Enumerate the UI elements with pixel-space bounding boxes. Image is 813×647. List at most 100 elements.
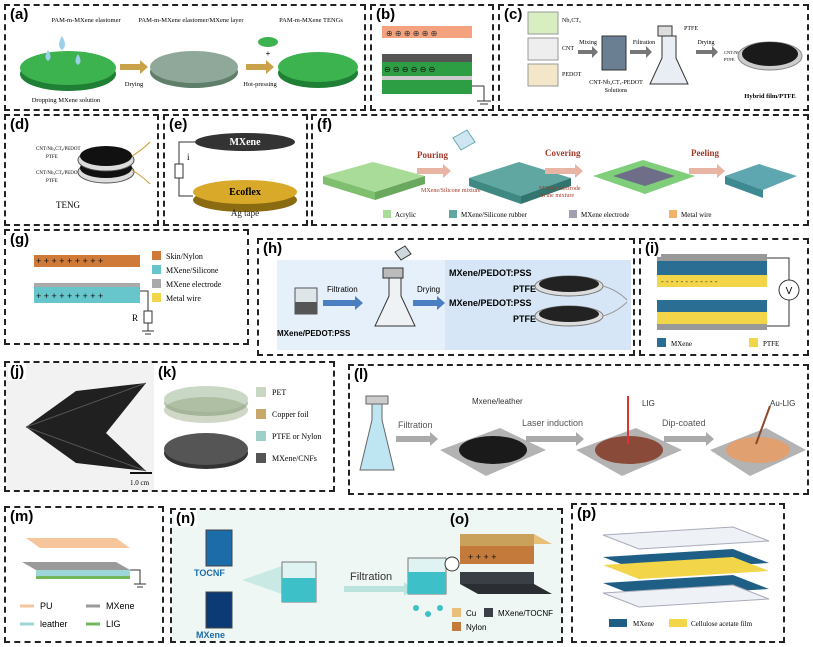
panel-label-e: (e) — [167, 116, 190, 133]
l-t1: Mxene/leather — [472, 397, 523, 406]
c-m3: PEDOT — [562, 72, 582, 78]
i-v: V — [786, 286, 793, 297]
n-tocnf: TOCNF — [194, 568, 225, 578]
g-bottom-charges: + + + + + + + + + — [36, 291, 103, 301]
k-mxene-cnf-top — [164, 433, 248, 465]
panel-label-c: (c) — [502, 6, 525, 23]
panel-label-o: (o) — [450, 511, 469, 528]
p-legend-film: Cellulose acetate film — [691, 620, 753, 628]
f-arrow — [417, 164, 451, 178]
n-filtrate — [408, 572, 446, 594]
panel-e-diagram: MXene Ecoflex Ag tape i — [174, 133, 297, 218]
e-mxene-disk — [195, 133, 295, 151]
l-arrow — [526, 432, 584, 446]
f-legend-acrylic: Acrylic — [395, 211, 416, 219]
c-material-nb — [527, 11, 559, 35]
m-legend-leather: leather — [40, 619, 68, 629]
panel-label-a: (a) — [8, 6, 31, 23]
panel-m: (m) PU MXene leather LIG — [4, 506, 164, 643]
m-wire — [130, 569, 141, 584]
a-small-disk — [258, 37, 278, 47]
h-t4: PTFE — [513, 314, 536, 324]
c-beaker-icon — [601, 35, 627, 71]
a-arrow1-label: Drying — [125, 81, 144, 88]
c-arrow — [696, 46, 718, 58]
f-pour-cup-icon — [452, 129, 476, 151]
o-charges: + + + + — [468, 552, 497, 562]
n-filt: Filtration — [350, 571, 392, 583]
g-swatch-wire — [152, 293, 161, 302]
j-fold-line — [25, 382, 147, 428]
h-bg-right — [445, 260, 631, 350]
o-legend-nylon: Nylon — [466, 623, 486, 632]
panel-label-i: (i) — [643, 240, 662, 257]
f-legend-rubber: MXene/Silicone rubber — [461, 211, 528, 219]
e-bottom-label: Ecoflex — [229, 187, 261, 198]
g-swatch-electrode — [152, 279, 161, 288]
n-mixture — [282, 578, 316, 602]
a-step1-label: PAM-m-MXene elastomer — [51, 17, 121, 24]
p-legend-mxene: MXene — [633, 620, 654, 628]
p-top-plate — [602, 526, 770, 550]
h-film-top — [539, 276, 599, 292]
c-m1: Nb₂CTₓ — [562, 18, 581, 24]
d-l4: PTFE — [46, 179, 58, 184]
a-step3-label: PAM-m-MXene TENGs — [279, 17, 343, 24]
j-fold-line — [25, 426, 147, 472]
panel-label-g: (g) — [8, 231, 32, 248]
panel-m-diagram: PU MXene leather LIG — [20, 538, 146, 629]
g-wire — [140, 290, 149, 311]
m-legend-pu: PU — [40, 601, 53, 611]
e-tape-label: Ag tape — [231, 208, 259, 218]
k-swatch-ptfe — [256, 431, 266, 441]
l-au-lig-spot — [726, 437, 790, 463]
c-film-ptfe: PTFE — [724, 57, 735, 62]
o-swatch-mxene — [484, 608, 493, 617]
i-voltmeter-icon — [778, 279, 800, 301]
h-t3: MXene/PEDOT:PSS — [449, 298, 532, 308]
h-t2: PTFE — [513, 284, 536, 294]
panel-h: (h) MXene/PEDOT:PSS Filtration Drying MX… — [257, 238, 635, 356]
panel-no: (n) TOCNF MXene Filtration (o) + + + + C… — [170, 508, 563, 643]
panel-a: (a) PAM-m-MXene elastomer PAM-m-MXene el… — [4, 4, 366, 111]
g-legend-wire: Metal wire — [166, 294, 201, 303]
a-drop-icon — [59, 36, 65, 50]
g-swatch-silicone — [152, 265, 161, 274]
panel-d: (d) CNT/Nb₂CTₓ/PEDOT PTFE CNT/Nb₂CTₓ/PED… — [4, 114, 159, 226]
f-c2a: MXene electrode — [539, 186, 581, 192]
c-arrow — [630, 46, 652, 58]
l-flask-icon — [359, 403, 395, 471]
f-legend-swatch-electrode — [569, 210, 577, 218]
panel-jk: (j) 1.0 cm (k) PET Copper foil PTFE or N… — [4, 361, 335, 492]
m-legend-mxene: MXene — [106, 601, 135, 611]
p-swatch-film — [669, 619, 687, 627]
g-electrode — [34, 283, 140, 287]
b-mxene-layer — [382, 62, 472, 76]
panel-label-m: (m) — [8, 508, 36, 525]
n-drop-icon — [437, 605, 443, 611]
panel-j-photo: 1.0 cm (k) PET Copper foil PTFE or Nylon… — [6, 363, 321, 490]
a-arrow2-label: Hot-pressing — [243, 81, 277, 88]
i-ptfe-top — [657, 275, 767, 287]
a-disk2-top — [150, 51, 238, 83]
j-scale: 1.0 cm — [130, 479, 150, 487]
c-material-pedot — [527, 63, 559, 87]
n-mix-arrow — [242, 566, 282, 594]
k-swatch-pet — [256, 387, 266, 397]
l-s1: Filtration — [398, 420, 433, 430]
g-top-charges: + + + + + + + + + — [36, 256, 103, 266]
g-legend-skin: Skin/Nylon — [166, 252, 203, 261]
svg-text:⊕ ⊕ ⊕ ⊕ ⊕ ⊕: ⊕ ⊕ ⊕ ⊕ ⊕ ⊕ — [386, 29, 437, 38]
g-r: R — [132, 313, 138, 323]
c-hybrid-film — [742, 42, 798, 66]
panel-l-diagram: Filtration Mxene/leather Laser induction… — [359, 395, 806, 476]
i-l1: MXene — [671, 340, 692, 348]
panel-b: (b) ⊕ ⊕ ⊕ ⊕ ⊕ ⊕ ⊖ ⊖ ⊖ ⊖ ⊖ ⊖ — [370, 4, 494, 111]
f-s1: Pouring — [417, 150, 449, 160]
l-s2: Laser induction — [522, 418, 583, 428]
o-nylon-layer — [460, 546, 534, 564]
n-drop-icon — [413, 605, 419, 611]
panel-a-diagram: PAM-m-MXene elastomer PAM-m-MXene elasto… — [20, 17, 358, 104]
f-peeled-device — [725, 164, 797, 190]
h-t1: MXene/PEDOT:PSS — [449, 268, 532, 278]
